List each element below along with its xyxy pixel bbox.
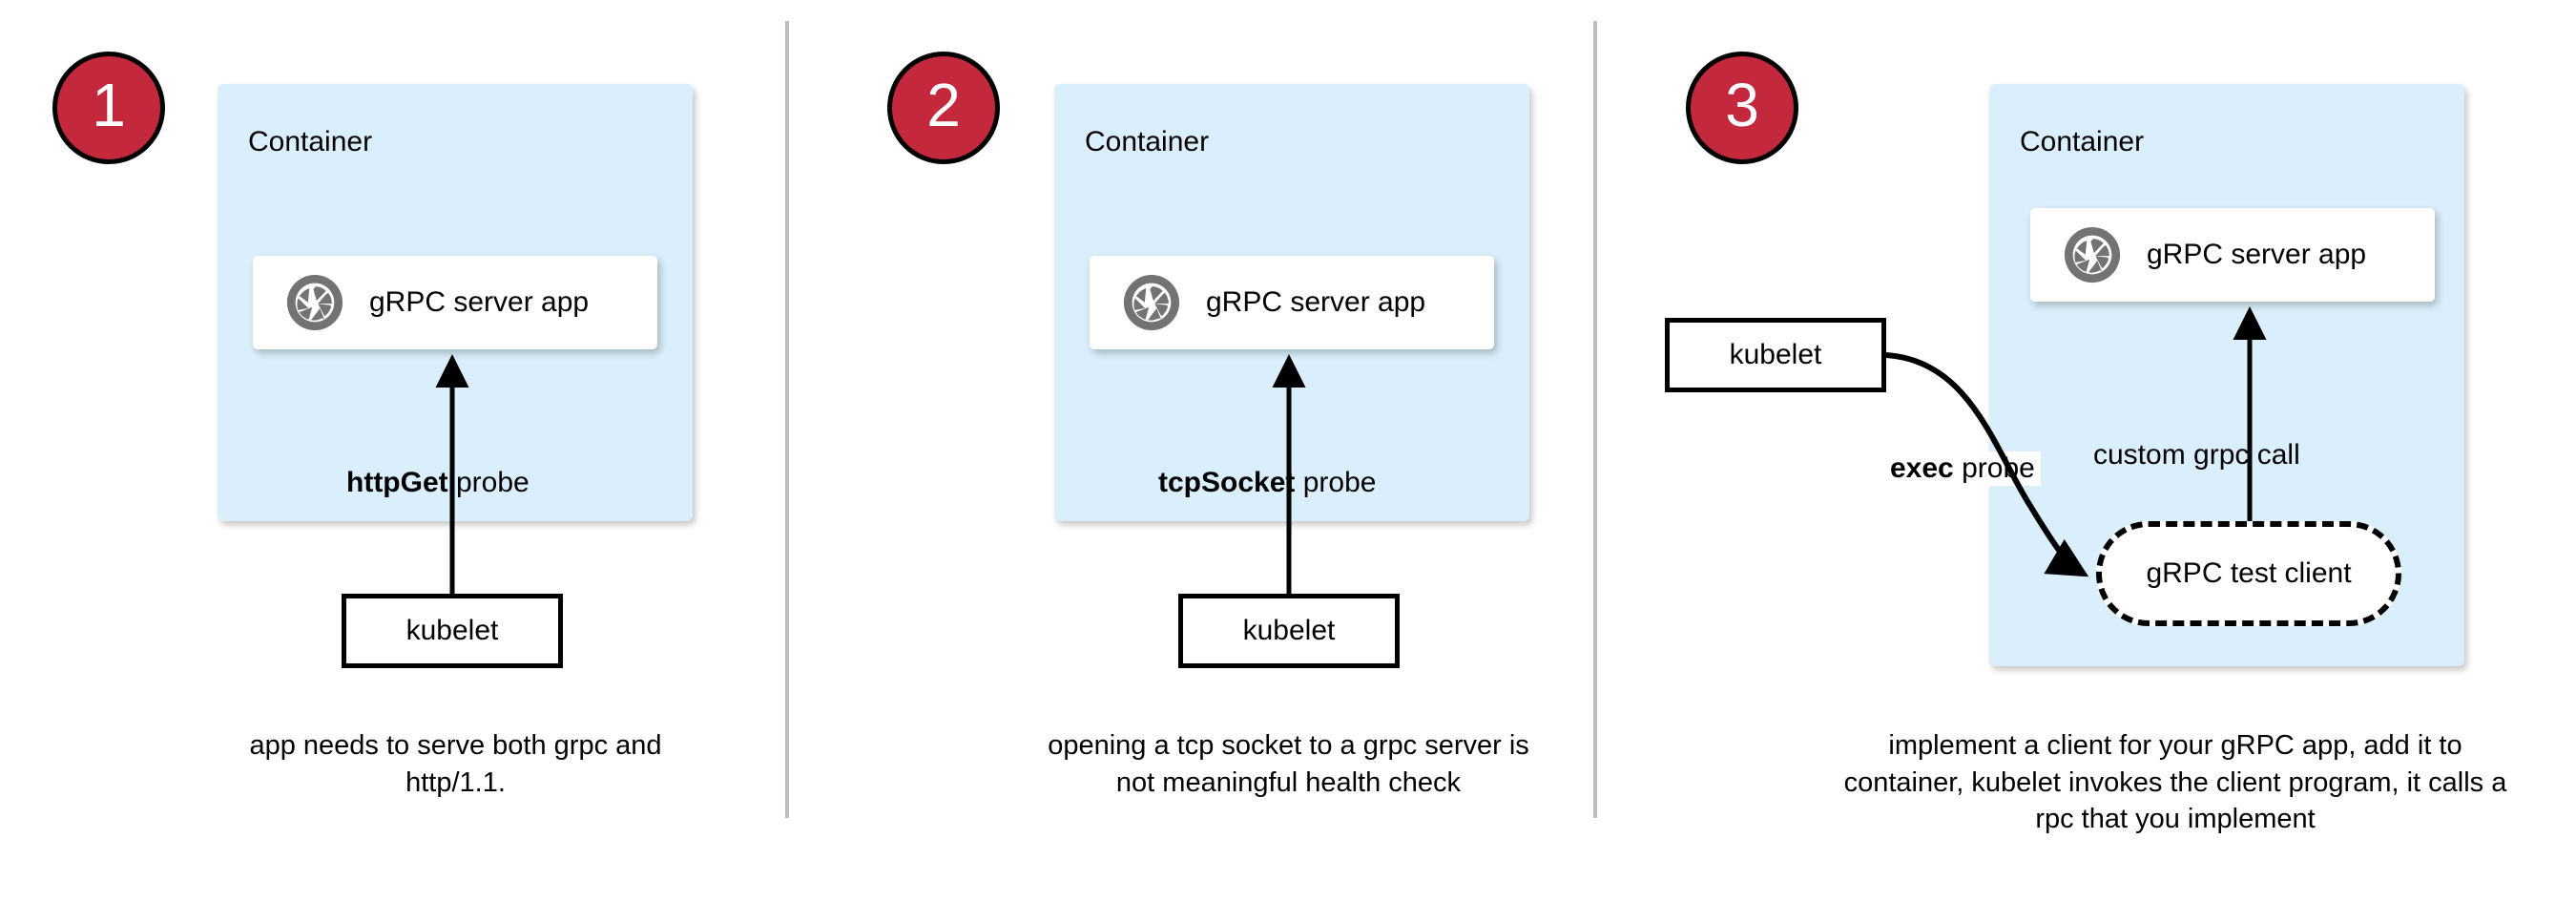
grpc-server-app-card-2: gRPC server app bbox=[1090, 256, 1494, 349]
probe-label-bold-3: exec bbox=[1890, 452, 1954, 484]
panel-divider-2 bbox=[1593, 21, 1597, 818]
grpc-aperture-icon bbox=[286, 274, 343, 331]
step-badge-2: 2 bbox=[887, 52, 1000, 164]
probe-label-bold-1: httpGet bbox=[346, 467, 448, 498]
step-badge-3: 3 bbox=[1686, 52, 1798, 164]
probe-label-rest-2: probe bbox=[1295, 467, 1377, 498]
container-label-1: Container bbox=[248, 126, 373, 157]
grpc-server-app-label-3: gRPC server app bbox=[2147, 239, 2367, 270]
kubelet-box-2: kubelet bbox=[1178, 594, 1400, 668]
panel-caption-1: app needs to serve both grpc and http/1.… bbox=[249, 730, 662, 798]
container-label-3: Container bbox=[2020, 126, 2145, 157]
grpc-server-app-label-1: gRPC server app bbox=[369, 286, 590, 318]
step-badge-1-number: 1 bbox=[92, 71, 126, 139]
step-badge-3-number: 3 bbox=[1725, 71, 1759, 139]
grpc-server-app-card-1: gRPC server app bbox=[253, 256, 657, 349]
probe-label-bold-2: tcpSocket bbox=[1158, 467, 1296, 498]
kubelet-label-1: kubelet bbox=[405, 615, 499, 646]
kubelet-label-3: kubelet bbox=[1729, 339, 1822, 370]
probe-label-rest-1: probe bbox=[447, 467, 530, 498]
kubelet-box-3: kubelet bbox=[1665, 318, 1886, 392]
panel-divider-1 bbox=[785, 21, 789, 818]
panel-caption-2: opening a tcp socket to a grpc server is… bbox=[1048, 730, 1529, 798]
kubelet-label-2: kubelet bbox=[1242, 615, 1336, 646]
step-badge-2-number: 2 bbox=[926, 71, 961, 139]
container-label-2: Container bbox=[1085, 126, 1210, 157]
exec-probe-label: exec probe bbox=[1884, 451, 2041, 486]
kubelet-box-1: kubelet bbox=[342, 594, 563, 668]
grpc-test-client-label: gRPC test client bbox=[2146, 557, 2352, 589]
grpc-aperture-icon bbox=[1123, 274, 1180, 331]
tcpsocket-probe-label: tcpSocket probe bbox=[1153, 466, 1382, 500]
grpc-server-app-label-2: gRPC server app bbox=[1206, 286, 1426, 318]
probe-label-rest-3: probe bbox=[1953, 452, 2035, 484]
grpc-aperture-icon bbox=[2064, 226, 2121, 283]
grpc-test-client-node: gRPC test client bbox=[2096, 521, 2401, 626]
grpc-server-app-card-3: gRPC server app bbox=[2030, 208, 2435, 302]
step-badge-1: 1 bbox=[52, 52, 165, 164]
panel-caption-3: implement a client for your gRPC app, ad… bbox=[1843, 730, 2507, 835]
custom-grpc-call-label: custom grpc call bbox=[2088, 438, 2306, 472]
httpget-probe-label: httpGet probe bbox=[341, 466, 535, 500]
